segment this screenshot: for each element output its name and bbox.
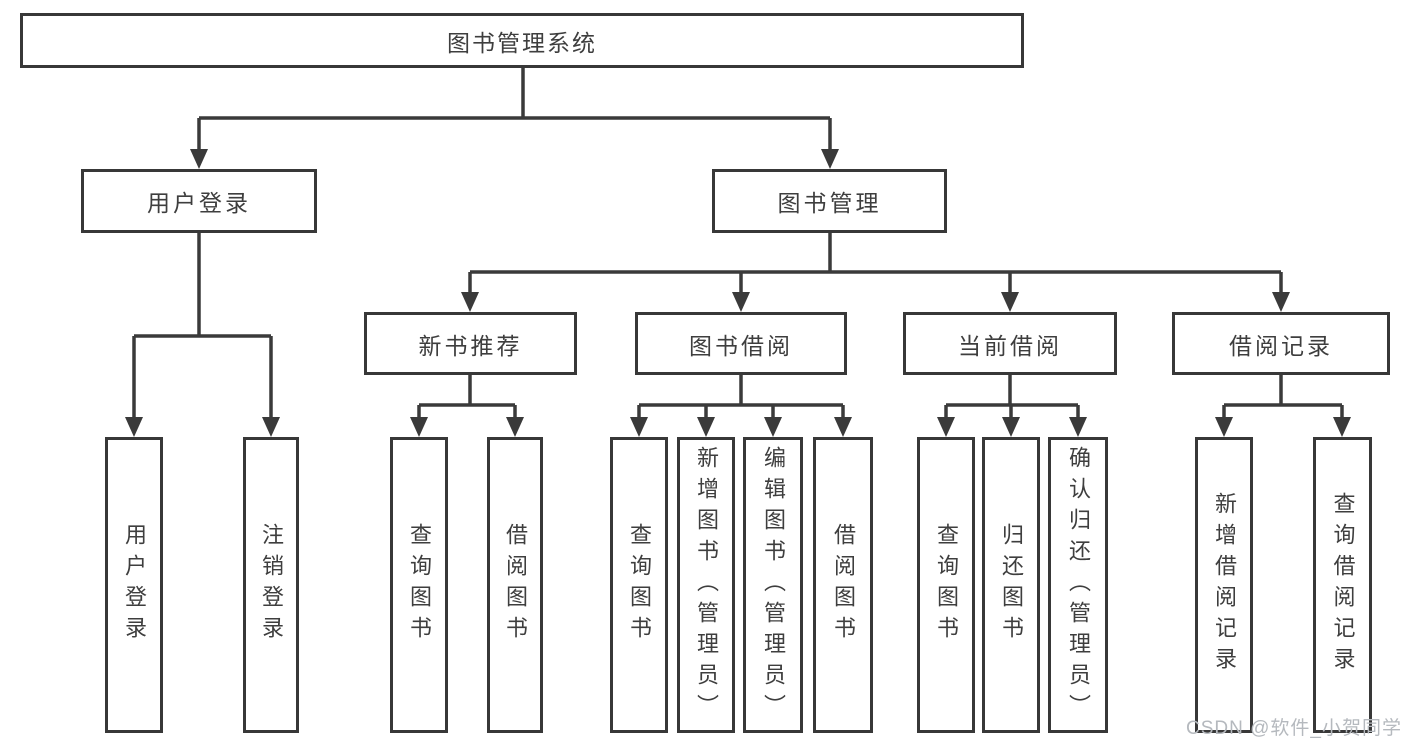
connector-book-mgmt-to-level3 [468, 233, 1283, 294]
leaf-label: 新增图书（管理员） [694, 445, 719, 725]
node-book-management: 图书管理 [712, 169, 947, 233]
node-book-borrowing-label: 图书借阅 [689, 332, 793, 359]
leaf-logout: 注销登录 [243, 437, 299, 733]
connector-book-borrow-to-leaves [637, 375, 845, 419]
leaf-label: 查询图书 [407, 523, 432, 647]
leaf-label: 编辑图书（管理员） [761, 445, 786, 725]
leaf-label: 注销登录 [259, 523, 284, 647]
connector-borrow-record-to-leaves [1222, 375, 1344, 419]
node-book-borrowing: 图书借阅 [635, 312, 847, 375]
leaf-bb-query-books: 查询图书 [610, 437, 668, 733]
node-book-management-label: 图书管理 [777, 190, 882, 216]
leaf-cb-return-books: 归还图书 [982, 437, 1040, 733]
connector-current-borrow-to-leaves [944, 375, 1080, 419]
leaf-label: 确认归还（管理员） [1066, 445, 1091, 725]
node-current-borrowing-label: 当前借阅 [958, 332, 1062, 359]
leaf-label: 借阅图书 [831, 523, 856, 647]
node-root: 图书管理系统 [20, 13, 1024, 68]
leaf-label: 用户登录 [122, 523, 147, 647]
connector-root-to-level2 [197, 68, 832, 151]
leaf-label: 查询图书 [627, 523, 652, 647]
csdn-watermark: CSDN @软件_小贺同学 [1186, 718, 1402, 739]
leaf-bb-edit-books-admin: 编辑图书（管理员） [743, 437, 803, 733]
leaf-user-login: 用户登录 [105, 437, 163, 733]
leaf-bb-borrow-books: 借阅图书 [813, 437, 873, 733]
leaf-nb-query-books: 查询图书 [390, 437, 448, 733]
node-user-login-label: 用户登录 [147, 190, 251, 216]
node-user-login: 用户登录 [81, 169, 317, 233]
node-root-label: 图书管理系统 [447, 29, 597, 56]
leaf-cb-query-books: 查询图书 [917, 437, 975, 733]
connector-new-book-to-leaves [417, 375, 517, 419]
leaf-cb-confirm-return-admin: 确认归还（管理员） [1048, 437, 1108, 733]
leaf-label: 借阅图书 [503, 523, 528, 647]
node-new-book-recommend-label: 新书推荐 [418, 332, 523, 359]
leaf-label: 查询图书 [934, 523, 959, 647]
node-current-borrowing: 当前借阅 [903, 312, 1117, 375]
node-new-book-recommend: 新书推荐 [364, 312, 577, 375]
leaf-bb-add-books-admin: 新增图书（管理员） [677, 437, 735, 733]
leaf-br-add-record: 新增借阅记录 [1195, 437, 1253, 733]
leaf-nb-borrow-books: 借阅图书 [487, 437, 543, 733]
leaf-label: 归还图书 [999, 523, 1024, 647]
leaf-label: 查询借阅记录 [1330, 492, 1356, 678]
node-borrowing-records: 借阅记录 [1172, 312, 1390, 375]
connector-user-login-to-leaves [132, 233, 273, 419]
arrowheads [125, 149, 1351, 437]
leaf-br-query-record: 查询借阅记录 [1313, 437, 1372, 733]
node-borrowing-records-label: 借阅记录 [1229, 332, 1333, 359]
leaf-label: 新增借阅记录 [1212, 492, 1237, 678]
